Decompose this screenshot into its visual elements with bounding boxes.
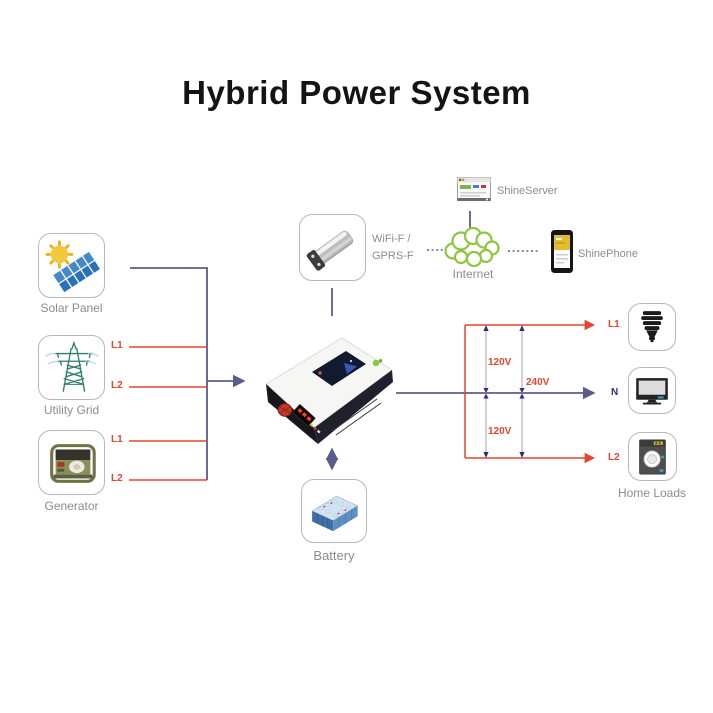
wifi-label-line1: WiFi-F /: [372, 233, 411, 245]
solar-panel-node: [38, 233, 105, 298]
output-l2-label: L2: [608, 452, 620, 463]
generator-node: [38, 430, 105, 495]
utility-grid-label: Utility Grid: [43, 403, 100, 417]
page-title: Hybrid Power System: [182, 74, 531, 111]
internet-label: Internet: [452, 267, 494, 281]
output-n-label: N: [611, 387, 619, 398]
wifi-label-line2: GPRS-F: [372, 250, 414, 262]
lamp-load-node: [628, 303, 676, 351]
solar-panel-icon: [44, 239, 100, 292]
shineserver-label: ShineServer: [497, 185, 558, 197]
cfl-lamp-icon: [641, 311, 663, 343]
battery-label: Battery: [313, 548, 355, 563]
output-l1-label: L1: [608, 319, 620, 330]
tv-load-node: [628, 367, 676, 414]
washer-load-node: [628, 432, 677, 481]
wifi-module-node: [299, 214, 366, 281]
voltage-n-l2-label: 120V: [488, 426, 512, 437]
battery-icon: [311, 495, 359, 532]
voltage-l1-l2-label: 240V: [526, 377, 550, 388]
solar-panel-label: Solar Panel: [40, 301, 103, 315]
shinephone-label: ShinePhone: [578, 248, 638, 260]
generator-l1-label: L1: [111, 434, 123, 445]
generator-icon: [49, 443, 96, 483]
battery-node: [301, 479, 367, 543]
internet-cloud-icon: [444, 226, 500, 268]
generator-l2-label: L2: [111, 473, 123, 484]
shinephone-icon: [551, 230, 573, 273]
home-loads-label: Home Loads: [617, 486, 687, 500]
utility-grid-node: [38, 335, 105, 400]
wifi-module-icon: [306, 230, 353, 271]
washing-machine-icon: [639, 439, 666, 474]
utility-grid-icon: [45, 340, 98, 392]
inverter-image: [265, 337, 393, 444]
shineserver-icon: [457, 177, 491, 201]
generator-label: Generator: [44, 499, 99, 513]
utility-l1-label: L1: [111, 340, 123, 351]
utility-l2-label: L2: [111, 380, 123, 391]
wifi-module-label: WiFi-F / GPRS-F: [372, 231, 414, 265]
tv-icon: [636, 377, 668, 404]
voltage-l1-n-label: 120V: [488, 357, 512, 368]
